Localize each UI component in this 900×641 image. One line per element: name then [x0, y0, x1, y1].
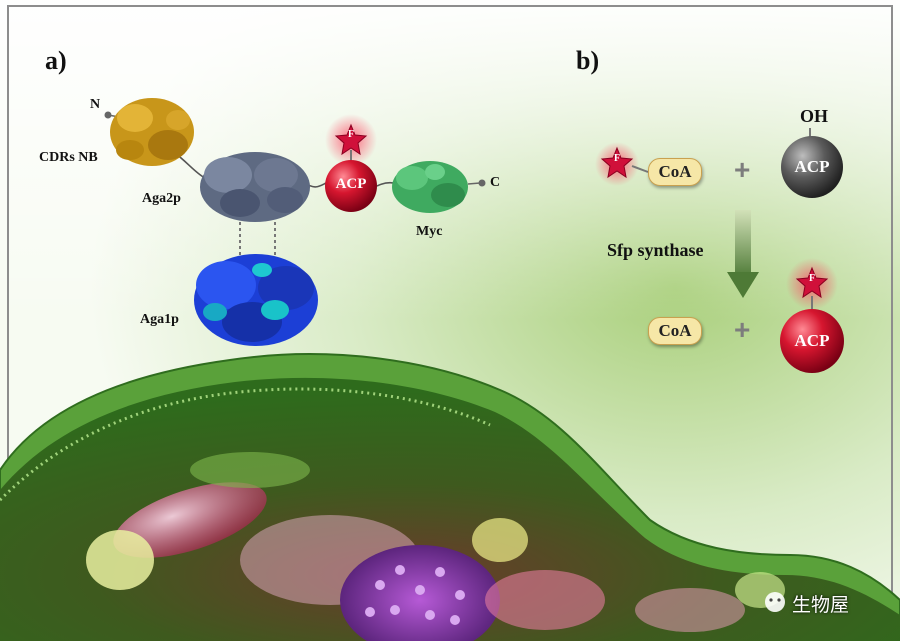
c-terminus-dot: [478, 179, 486, 187]
cdrs-nb-protein: [110, 98, 194, 166]
acp-label-red-b: ACP: [794, 331, 830, 350]
coa-top: CoA: [648, 158, 702, 186]
vesicle: [86, 530, 154, 590]
enzyme-label: Sfp synthase: [607, 240, 704, 260]
aga1p-protein: [194, 254, 318, 346]
oh-label: OH: [800, 106, 829, 126]
aga2p-protein: [200, 152, 310, 222]
n-terminus-label: N: [90, 97, 101, 112]
c-terminus-label: C: [490, 175, 501, 190]
plus-top: +: [734, 154, 751, 185]
acp-ball-red-b: [780, 309, 844, 373]
acp-label-a: ACP: [335, 176, 367, 192]
acp-label-gray: ACP: [794, 157, 830, 176]
fluorophore-star-icon: [795, 266, 829, 299]
cell-interior: [0, 377, 900, 641]
nucleus-dots: [365, 565, 465, 625]
fluorophore-star-icon: [600, 146, 634, 179]
acp-ball-gray: [781, 136, 843, 198]
panel-label-a: a): [45, 46, 67, 75]
cdrs-nb-label: CDRs NB: [39, 150, 98, 165]
wechat-icon: [765, 592, 785, 612]
myc-protein: [392, 161, 468, 213]
organelle: [113, 482, 267, 558]
myc-label: Myc: [416, 224, 443, 239]
fluor-label-b-bottom: F: [808, 273, 816, 284]
organelle: [485, 570, 605, 630]
organelle: [635, 588, 745, 632]
fluor-label-b-top: F: [613, 153, 621, 164]
fluorophore-star-icon: [334, 123, 368, 156]
plus-bottom: +: [734, 314, 751, 345]
coa-bottom: CoA: [648, 317, 702, 345]
aga1p-label: Aga1p: [140, 312, 179, 327]
watermark: 生物屋: [792, 594, 850, 616]
aga2p-label: Aga2p: [142, 191, 181, 206]
fluor-label-a: F: [347, 129, 355, 140]
panel-label-b: b): [576, 46, 600, 75]
vesicle: [472, 518, 528, 562]
reaction-arrow-shaft: [735, 210, 751, 278]
acp-ball-a: [325, 160, 377, 212]
reaction-arrow-head: [727, 272, 759, 298]
